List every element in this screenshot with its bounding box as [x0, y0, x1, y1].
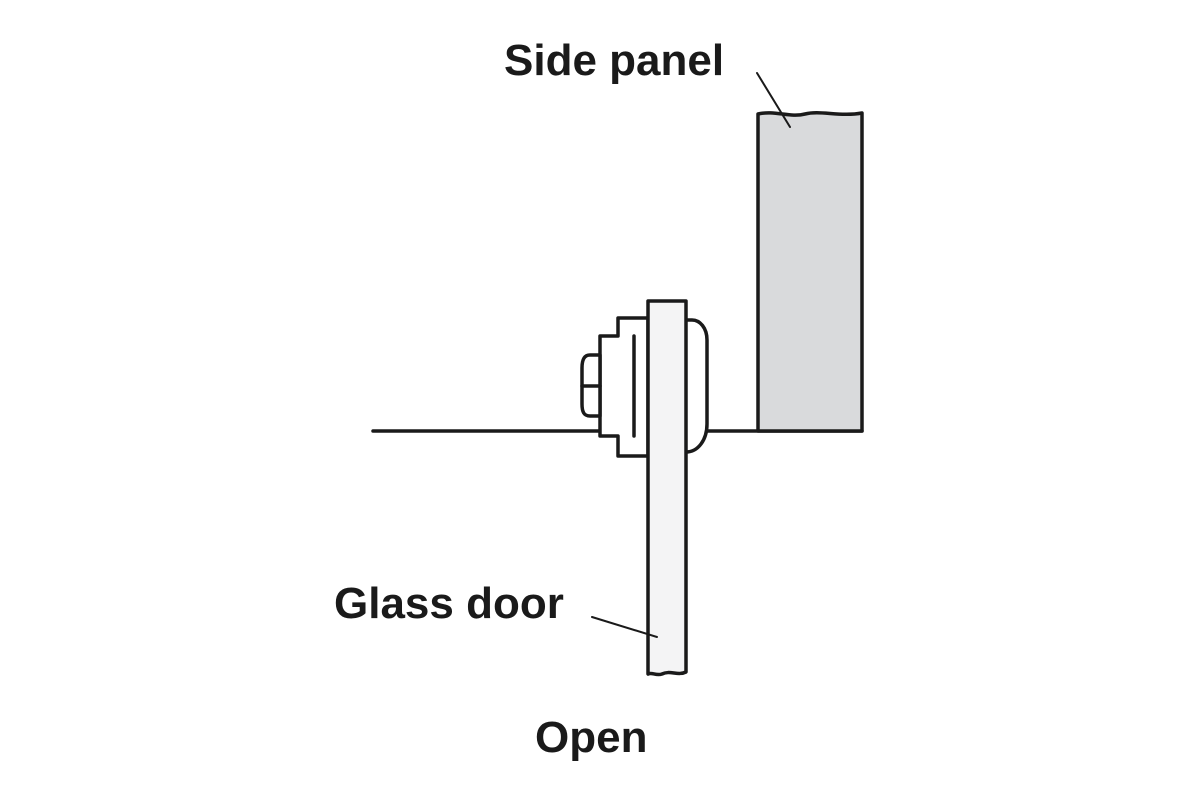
glass-door [646, 299, 688, 677]
side-panel [756, 110, 864, 433]
hinge-body [598, 316, 650, 458]
side-panel-label: Side panel [504, 36, 724, 85]
hinge-cap [684, 318, 709, 454]
glass-door-leader [591, 616, 658, 638]
side-panel-leader [756, 72, 791, 128]
glass-door-label: Glass door [334, 579, 564, 628]
state-label: Open [535, 713, 647, 762]
